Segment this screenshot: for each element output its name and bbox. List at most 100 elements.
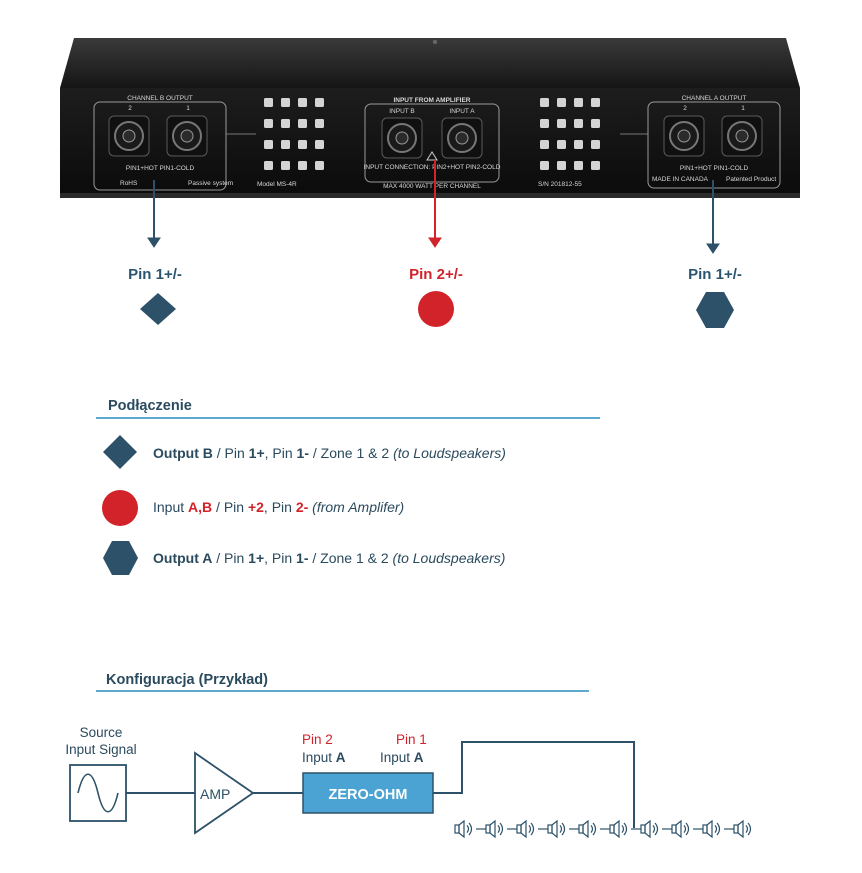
speakon-jack-a1 [721, 115, 763, 157]
switch-button [315, 140, 324, 149]
channel-b-group: CHANNEL B OUTPUT 2 1 PIN1+HOT PIN1-COLD … [93, 95, 233, 191]
svg-text:PIN1+HOT PIN1-COLD: PIN1+HOT PIN1-COLD [680, 165, 749, 172]
warning-icon [426, 151, 438, 161]
switch-button [574, 140, 583, 149]
speakon-jack-input-b [381, 117, 423, 159]
switch-button [557, 98, 566, 107]
switch-button [540, 98, 549, 107]
hexagon-icon [696, 292, 734, 328]
circle-icon [102, 490, 138, 526]
switch-button [315, 119, 324, 128]
legend-rule [96, 417, 600, 419]
speaker-icon [485, 819, 517, 839]
switch-button [281, 98, 290, 107]
channel-b-label: CHANNEL B OUTPUT [127, 95, 193, 102]
svg-text:PIN1+HOT PIN1-COLD: PIN1+HOT PIN1-COLD [126, 165, 195, 172]
config-rule [96, 690, 589, 692]
speaker-icon [702, 819, 734, 839]
sine-wave-icon [77, 773, 119, 813]
pin-shapes [140, 291, 734, 328]
switch-button [298, 119, 307, 128]
config-diagram: AMP ZERO-OHM [69, 741, 752, 839]
legend-row-output-a: Output A / Pin 1+, Pin 1- / Zone 1 & 2 (… [153, 550, 506, 566]
speakon-jack-b2 [108, 115, 150, 157]
switch-button [540, 161, 549, 170]
speaker-icon [733, 819, 752, 839]
switch-button [591, 140, 600, 149]
switch-button [264, 140, 273, 149]
zero-ohm-label: ZERO-OHM [329, 787, 408, 803]
switch-button [591, 161, 600, 170]
diamond-icon [140, 293, 176, 325]
pin-label-right: Pin 1+/- [688, 266, 742, 283]
switch-button [574, 98, 583, 107]
switch-button [557, 119, 566, 128]
speaker-chain [454, 819, 752, 839]
switch-button [264, 98, 273, 107]
svg-text:Passive system: Passive system [188, 180, 233, 187]
switch-button [574, 161, 583, 170]
switch-button [281, 161, 290, 170]
input-from-amp-label: INPUT FROM AMPLIFIER [393, 97, 470, 104]
channel-a-label: CHANNEL A OUTPUT [682, 95, 747, 102]
legend-title: Podłączenie [108, 398, 192, 414]
channel-a-group: CHANNEL A OUTPUT 2 1 PIN1+HOT PIN1-COLD … [647, 95, 781, 189]
legend-shapes [102, 435, 138, 575]
legend-row-output-b: Output B / Pin 1+, Pin 1- / Zone 1 & 2 (… [153, 445, 506, 461]
device-rear-panel: CHANNEL B OUTPUT 2 1 PIN1+HOT PIN1-COLD … [60, 38, 800, 198]
pin-label-left: Pin 1+/- [128, 266, 182, 283]
svg-text:MADE IN CANADA: MADE IN CANADA [652, 176, 709, 183]
switch-button [540, 119, 549, 128]
speakon-jack-a2 [663, 115, 705, 157]
svg-text:2: 2 [683, 105, 687, 112]
amp-triangle [194, 751, 255, 835]
amp-label: AMP [200, 786, 230, 802]
speaker-icon [640, 819, 672, 839]
switch-button [557, 140, 566, 149]
svg-text:1: 1 [186, 105, 190, 112]
svg-text:Model MS-4R: Model MS-4R [257, 181, 297, 188]
config-title: Konfiguracja (Przykład) [106, 672, 268, 688]
switch-button [281, 140, 290, 149]
speaker-icon [516, 819, 548, 839]
svg-text:RoHS: RoHS [120, 180, 138, 187]
svg-text:INPUT A: INPUT A [449, 108, 475, 115]
switch-button [591, 98, 600, 107]
speaker-icon [671, 819, 703, 839]
pin-label-center: Pin 2+/- [409, 266, 463, 283]
input-a-label-right: Input A [380, 750, 424, 765]
speaker-icon [454, 819, 486, 839]
switch-button [315, 98, 324, 107]
speakon-jack-input-a [441, 117, 483, 159]
svg-text:MAX 4000 WATT PER CHANNEL: MAX 4000 WATT PER CHANNEL [383, 183, 481, 190]
switch-button [264, 161, 273, 170]
switch-button [540, 140, 549, 149]
svg-text:1: 1 [741, 105, 745, 112]
speakon-jack-b1 [166, 115, 208, 157]
switch-button [557, 161, 566, 170]
pin2-label: Pin 2 [302, 732, 333, 747]
arrow-left [147, 180, 161, 248]
switch-matrix-right [540, 98, 600, 170]
svg-text:Patented Product: Patented Product [726, 176, 776, 183]
input-group: INPUT FROM AMPLIFIER INPUT B INPUT A INP… [364, 97, 501, 190]
switch-button [298, 140, 307, 149]
svg-text:INPUT CONNECTION: PIN2+HOT PIN: INPUT CONNECTION: PIN2+HOT PIN2-COLD [364, 164, 501, 171]
switch-button [574, 119, 583, 128]
svg-text:2: 2 [128, 105, 132, 112]
speaker-icon [547, 819, 579, 839]
svg-text:S/N 201812-55: S/N 201812-55 [538, 181, 582, 188]
circle-icon [418, 291, 454, 327]
switch-button [298, 161, 307, 170]
switch-button [298, 98, 307, 107]
switch-button [264, 119, 273, 128]
arrow-right [706, 180, 720, 254]
source-box [69, 764, 127, 822]
svg-text:INPUT B: INPUT B [389, 108, 415, 115]
switch-button [591, 119, 600, 128]
diamond-icon [103, 435, 137, 469]
speaker-icon [609, 819, 641, 839]
pin-arrows [147, 160, 720, 254]
zero-ohm-box [302, 772, 434, 814]
